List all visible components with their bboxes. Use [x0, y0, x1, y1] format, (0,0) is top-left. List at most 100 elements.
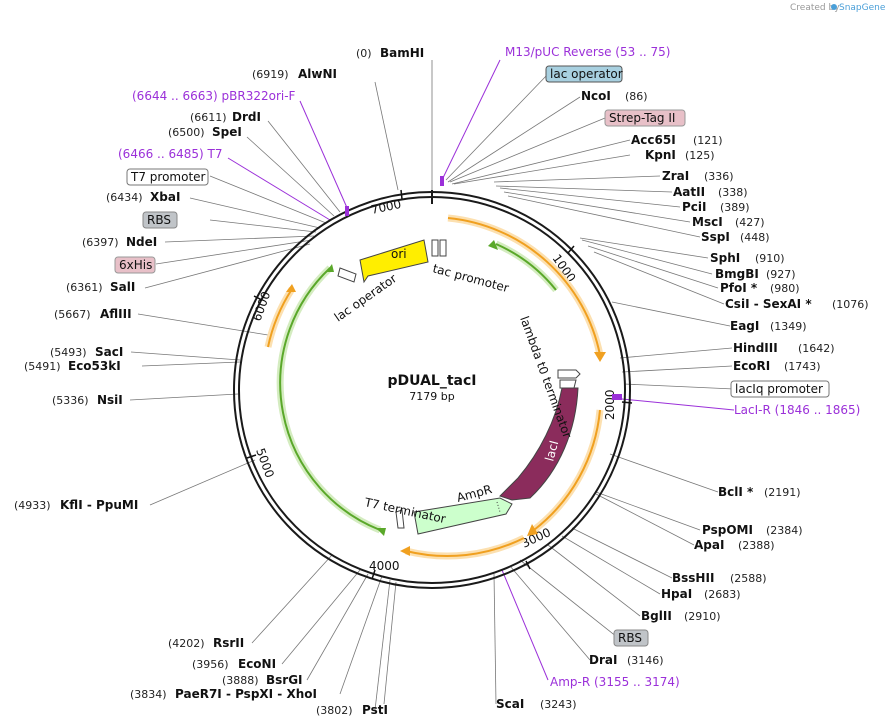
- site-name-pfoi: PfoI *: [720, 281, 758, 295]
- site-pos: (427): [735, 216, 765, 229]
- tick-label-7000: 7000: [370, 197, 403, 217]
- feature-box-label: RBS: [618, 631, 642, 645]
- site-pos: (2384): [766, 524, 803, 537]
- site-pos: (336): [704, 170, 734, 183]
- site-pos: (86): [625, 90, 648, 103]
- site-name-zrai: ZraI: [662, 169, 689, 183]
- site-name-spei: SpeI: [212, 125, 242, 139]
- site-pos: (5667): [54, 308, 91, 321]
- site-name-hpai: HpaI: [661, 587, 692, 601]
- feature-box-label: T7 promoter: [130, 170, 206, 184]
- site-pos: (6919): [252, 68, 289, 81]
- site-pos: (448): [740, 231, 770, 244]
- site-pos: (3243): [540, 698, 577, 711]
- site-name-acc65i: Acc65I: [631, 133, 676, 147]
- site-pos: (4202): [168, 637, 205, 650]
- primer-pbr322ori-f: (6644 .. 6663) pBR322ori-F: [132, 89, 296, 103]
- site-name-hindiii: HindIII: [733, 341, 778, 355]
- site-name-bmgbi: BmgBI: [715, 267, 759, 281]
- site-pos: (5493): [50, 346, 87, 359]
- site-pos: (980): [770, 282, 800, 295]
- site-name-apai: ApaI: [694, 538, 724, 552]
- plasmid-name: pDUAL_tacI: [388, 373, 477, 389]
- site-name-bcli: BclI *: [718, 485, 754, 499]
- credit-brand: SnapGene: [839, 3, 886, 13]
- site-pos: (5336): [52, 394, 89, 407]
- feature-box-label: RBS: [147, 213, 171, 227]
- primer-t7: (6466 .. 6485) T7: [118, 147, 222, 161]
- laci-label: lacI: [542, 439, 561, 463]
- site-name-kfli-ppumi: KflI - PpuMI: [60, 498, 138, 512]
- tick-label-4000: 4000: [369, 559, 400, 573]
- tick-label-5000: 5000: [253, 446, 277, 479]
- site-pos: (1076): [832, 298, 869, 311]
- site-pos: (125): [685, 149, 715, 162]
- site-pos: (3956): [192, 658, 229, 671]
- site-name-psti: PstI: [362, 703, 388, 717]
- site-name-pspomi: PspOMI: [702, 523, 753, 537]
- site-pos: (389): [720, 201, 750, 214]
- site-pos: (927): [766, 268, 796, 281]
- site-name-aflIII: AflIII: [100, 307, 132, 321]
- feature-box-laciq-promoter: [730, 380, 830, 398]
- feature-box-lac-operator: [545, 65, 623, 83]
- orange-arcs: [264, 214, 606, 560]
- leader-lines: [129, 59, 735, 711]
- primer-m13-puc-reverse: M13/pUC Reverse (53 .. 75): [505, 45, 670, 59]
- site-name-drai: DraI: [589, 653, 617, 667]
- site-pos: (121): [693, 134, 723, 147]
- site-name-ndei: NdeI: [126, 235, 157, 249]
- feature-box-t7-promoter: [126, 168, 209, 186]
- site-name-ncoi: NcoI: [581, 89, 611, 103]
- site-pos: (6434): [106, 191, 143, 204]
- feature-box-label: lac operator: [550, 67, 623, 81]
- left-labels: (0) BamHI (6919) AlwNI (6644 .. 6663) pB…: [14, 46, 424, 717]
- t7-terminator-label: T7 terminator: [362, 495, 447, 526]
- site-name-econi: EcoNI: [238, 657, 276, 671]
- site-name-bglii: BglII: [641, 609, 672, 623]
- site-name-eco53ki: Eco53kI: [68, 359, 121, 373]
- ori-label: ori: [391, 247, 407, 261]
- site-name-eagi: EagI: [730, 319, 759, 333]
- primer-amp-r: Amp-R (3155 .. 3174): [550, 675, 680, 689]
- site-pos: (3834): [130, 688, 167, 701]
- site-pos: (1642): [798, 342, 835, 355]
- site-pos: (2588): [730, 572, 767, 585]
- tick-label-6000: 6000: [250, 290, 274, 323]
- site-name-drdi: DrdI: [232, 110, 261, 124]
- tick-marks: [246, 189, 633, 580]
- feature-box-label: Strep-Tag II: [609, 111, 675, 125]
- site-pos: (1743): [784, 360, 821, 373]
- site-name-sspi: SspI: [701, 230, 730, 244]
- site-pos: (3146): [627, 654, 664, 667]
- feature-box-label: lacIq promoter: [735, 382, 823, 396]
- site-pos: (910): [755, 252, 785, 265]
- site-pos: (2191): [764, 486, 801, 499]
- feature-box-label: 6xHis: [119, 258, 152, 272]
- site-name-bsshii: BssHII: [672, 571, 714, 585]
- site-pos: (338): [718, 186, 748, 199]
- site-name-msci: MscI: [692, 215, 723, 229]
- site-name-xbai: XbaI: [150, 190, 180, 204]
- site-pos: (4933): [14, 499, 51, 512]
- site-pos: (5491): [24, 360, 61, 373]
- site-pos: (2683): [704, 588, 741, 601]
- plasmid-size: 7179 bp: [409, 390, 454, 403]
- site-name-aatii: AatII: [673, 185, 705, 199]
- site-pos: (6500): [168, 126, 205, 139]
- feature-box-rbs-2: [613, 629, 649, 647]
- site-name-saci: SacI: [95, 345, 123, 359]
- site-name-kpni: KpnI: [645, 148, 676, 162]
- small-features: [337, 176, 622, 529]
- ori-feature: ori: [359, 239, 429, 284]
- primer-laci-r: LacI-R (1846 .. 1865): [734, 403, 860, 417]
- laci-feature: lacI: [499, 387, 579, 501]
- site-pos: (6611): [190, 111, 227, 124]
- site-name-sali: SalI: [110, 280, 135, 294]
- site-pos: (3888): [222, 674, 259, 687]
- backbone: [233, 190, 631, 589]
- right-labels: M13/pUC Reverse (53 .. 75) lac operator …: [496, 45, 869, 711]
- site-pos: (6397): [82, 236, 119, 249]
- site-name-ecori: EcoRI: [733, 359, 770, 373]
